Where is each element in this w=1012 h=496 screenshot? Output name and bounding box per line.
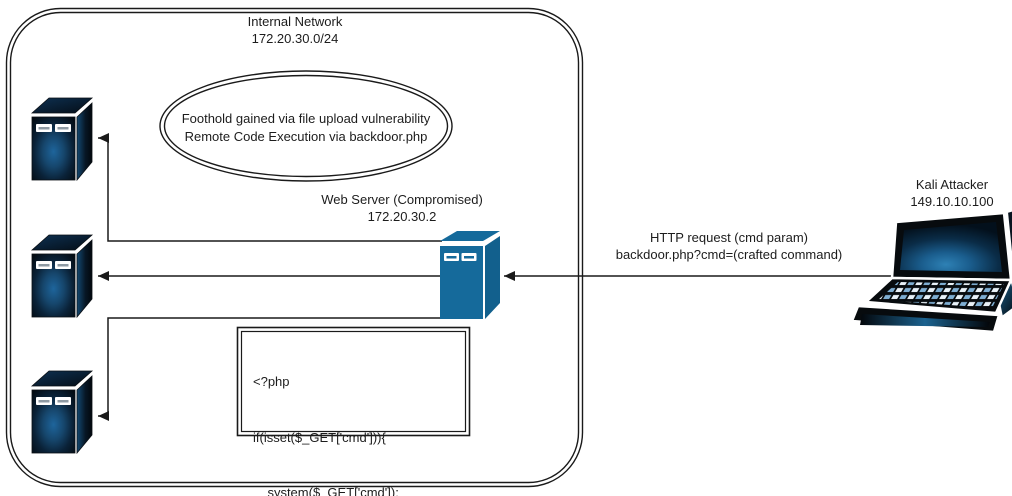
internal-server-icon-1	[31, 97, 93, 181]
pivot-arrow-to-server-3	[98, 317, 442, 421]
attacker-ip: 149.10.10.100	[910, 194, 994, 209]
http-request-line2: backdoor.php?cmd=(crafted command)	[615, 247, 843, 262]
internal-server-icon-3	[31, 370, 93, 454]
kali-laptop-icon	[850, 209, 1012, 334]
web-server-label: Web Server (Compromised) 172.20.30.2	[252, 191, 552, 225]
code-line: system($_GET['cmd']);	[253, 485, 399, 496]
internal-network-name: Internal Network	[247, 14, 343, 29]
web-server-ip: 172.20.30.2	[367, 209, 437, 224]
http-request-line1: HTTP request (cmd param)	[650, 230, 808, 245]
web-server-name: Web Server (Compromised)	[321, 192, 483, 207]
attacker-name: Kali Attacker	[915, 177, 989, 192]
internal-network-boundary	[5, 7, 584, 488]
foothold-note: Foothold gained via file upload vulnerab…	[156, 110, 456, 146]
internal-server-icon-2	[31, 234, 93, 318]
pivot-arrow-to-server-1	[98, 133, 442, 242]
internal-network-label: Internal Network 172.20.30.0/24	[145, 13, 445, 47]
attacker-label: Kali Attacker 149.10.10.100	[852, 176, 1012, 210]
foothold-ellipse	[159, 70, 453, 182]
internal-network-cidr: 172.20.30.0/24	[251, 31, 339, 46]
code-line: if(isset($_GET['cmd'])){	[253, 429, 386, 445]
code-line: <?php	[253, 374, 290, 389]
foothold-note-line1: Foothold gained via file upload vulnerab…	[181, 111, 431, 126]
http-request-label: HTTP request (cmd param) backdoor.php?cm…	[564, 229, 894, 263]
foothold-note-line2: Remote Code Execution via backdoor.php	[184, 129, 428, 144]
backdoor-code-box	[236, 326, 471, 437]
backdoor-code: <?php if(isset($_GET['cmd'])){ system($_…	[253, 336, 399, 496]
web-server-icon	[440, 231, 500, 319]
